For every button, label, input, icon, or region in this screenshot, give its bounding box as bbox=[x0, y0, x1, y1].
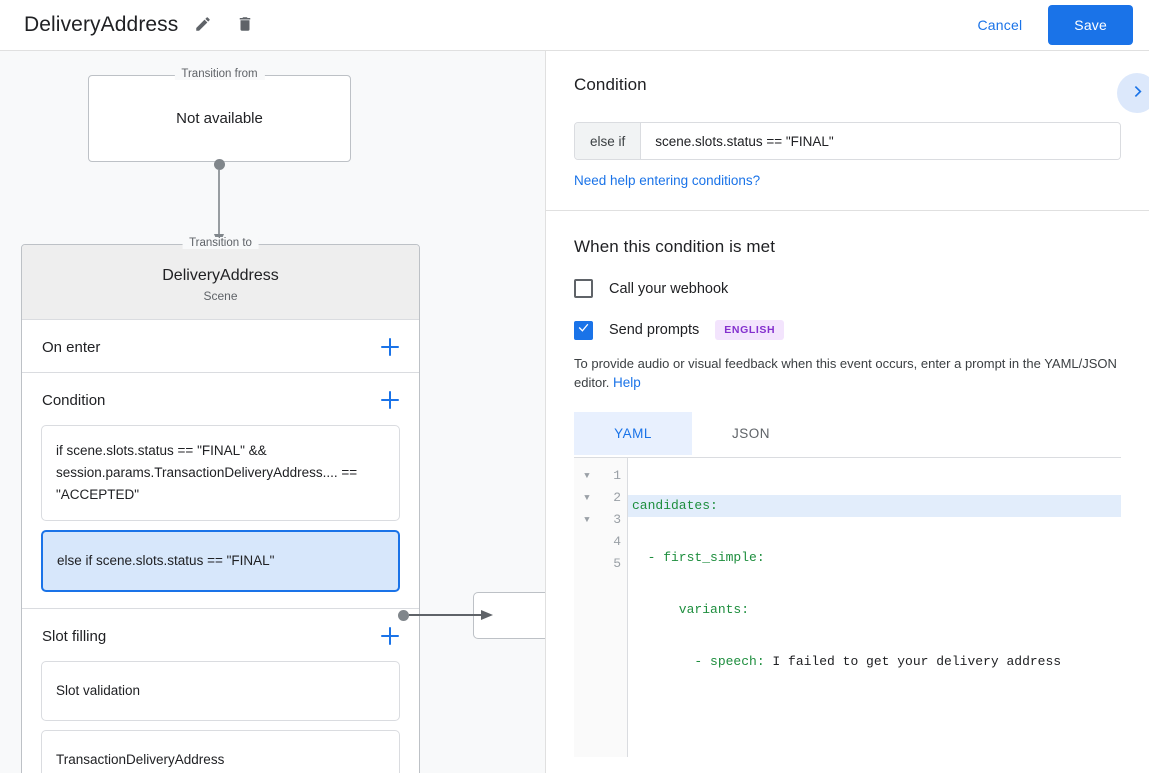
panel-condition-section: Condition else if Need help entering con… bbox=[546, 51, 1149, 211]
cancel-button[interactable]: Cancel bbox=[964, 8, 1037, 42]
code-line: variants: bbox=[628, 599, 1121, 621]
editor-format-tabs: YAML JSON bbox=[574, 412, 1121, 455]
transition-to-node[interactable]: Transition to DeliveryAddress Scene On e… bbox=[21, 237, 420, 773]
section-label-on-enter: On enter bbox=[42, 338, 101, 356]
tab-yaml[interactable]: YAML bbox=[574, 412, 692, 455]
yaml-editor[interactable]: ▼ ▼ ▼ 1 2 3 4 5 candidates: bbox=[574, 457, 1121, 757]
webhook-label: Call your webhook bbox=[609, 280, 729, 297]
tab-json[interactable]: JSON bbox=[692, 412, 810, 455]
condition-field-row: else if bbox=[574, 122, 1121, 160]
details-panel: Condition else if Need help entering con… bbox=[545, 51, 1149, 773]
condition-list: if scene.slots.status == "FINAL" && sess… bbox=[22, 425, 419, 608]
transition-to-subtitle: Scene bbox=[203, 289, 238, 303]
collapse-panel-button[interactable] bbox=[1117, 73, 1149, 113]
condition-card-selected[interactable]: else if scene.slots.status == "FINAL" bbox=[41, 530, 400, 592]
code-line: candidates: bbox=[628, 495, 1121, 517]
fold-spacer bbox=[574, 531, 600, 553]
section-on-enter: On enter bbox=[22, 320, 419, 373]
condition-help-link[interactable]: Need help entering conditions? bbox=[574, 173, 761, 188]
transition-to-name: DeliveryAddress bbox=[162, 267, 279, 284]
slot-filling-list: Slot validation TransactionDeliveryAddre… bbox=[22, 661, 419, 773]
section-label-slot-filling: Slot filling bbox=[42, 627, 107, 645]
transition-from-name: Not available bbox=[176, 110, 263, 127]
line-number: 1 bbox=[613, 468, 621, 483]
code-value: I failed to get your delivery address bbox=[764, 654, 1062, 669]
trash-icon bbox=[236, 15, 254, 36]
horizontal-connector bbox=[398, 609, 493, 621]
line-number: 3 bbox=[613, 512, 621, 527]
editor-fold-gutter[interactable]: ▼ ▼ ▼ bbox=[574, 458, 600, 757]
page-title: DeliveryAddress bbox=[24, 13, 179, 36]
prompts-description: To provide audio or visual feedback when… bbox=[574, 354, 1121, 392]
fold-arrow-icon[interactable]: ▼ bbox=[584, 493, 590, 503]
edit-name-button[interactable] bbox=[186, 8, 220, 42]
connector-dot-right bbox=[398, 609, 409, 621]
check-icon bbox=[577, 321, 590, 339]
section-condition: Condition if scene.slots.status == "FINA… bbox=[22, 373, 419, 609]
top-app-bar: DeliveryAddress Cancel Save bbox=[0, 0, 1149, 51]
save-button[interactable]: Save bbox=[1048, 5, 1133, 45]
line-number: 5 bbox=[613, 556, 621, 571]
send-prompts-label: Send prompts bbox=[609, 322, 700, 338]
editor-code-area[interactable]: candidates: - first_simple: variants: - … bbox=[628, 458, 1121, 757]
code-line: - first_simple: bbox=[628, 547, 1121, 569]
fold-arrow-icon[interactable]: ▼ bbox=[584, 515, 590, 525]
webhook-checkbox[interactable] bbox=[574, 279, 593, 298]
graph-canvas[interactable]: Transition from Not available Transition… bbox=[0, 51, 545, 773]
add-condition-button[interactable] bbox=[379, 389, 401, 411]
when-met-heading: When this condition is met bbox=[574, 237, 776, 256]
code-key: - first_simple: bbox=[632, 550, 765, 565]
section-header-condition: Condition bbox=[22, 373, 419, 425]
prompts-help-link[interactable]: Help bbox=[613, 375, 641, 390]
main-body: Transition from Not available Transition… bbox=[0, 51, 1149, 773]
prompts-description-text: To provide audio or visual feedback when… bbox=[574, 356, 1117, 390]
section-label-condition: Condition bbox=[42, 391, 106, 409]
add-on-enter-button[interactable] bbox=[379, 336, 401, 358]
transition-from-node[interactable]: Transition from Not available bbox=[88, 68, 351, 162]
webhook-checkbox-row[interactable]: Call your webhook bbox=[574, 279, 1121, 298]
chevron-right-icon bbox=[1129, 83, 1146, 103]
section-header-slot-filling: Slot filling bbox=[22, 609, 419, 661]
slot-card[interactable]: TransactionDeliveryAddress bbox=[41, 730, 400, 773]
delete-button[interactable] bbox=[228, 8, 262, 42]
target-node-stub[interactable] bbox=[473, 592, 545, 639]
add-slot-filling-button[interactable] bbox=[379, 625, 401, 647]
code-key: - speech: bbox=[632, 654, 765, 669]
condition-card[interactable]: if scene.slots.status == "FINAL" && sess… bbox=[41, 425, 400, 521]
code-line bbox=[628, 703, 1121, 725]
section-header-on-enter: On enter bbox=[22, 320, 419, 372]
panel-condition-heading: Condition bbox=[574, 75, 647, 94]
panel-when-met-section: When this condition is met Call your web… bbox=[546, 211, 1149, 757]
code-key: variants: bbox=[632, 602, 750, 617]
fold-spacer bbox=[574, 553, 600, 575]
arrow-right-icon bbox=[481, 610, 493, 620]
code-key: candidates: bbox=[632, 498, 718, 513]
editor-line-numbers: 1 2 3 4 5 bbox=[600, 458, 628, 757]
language-badge: ENGLISH bbox=[715, 320, 785, 340]
transition-to-header: Transition to DeliveryAddress Scene bbox=[22, 237, 419, 320]
transition-to-legend: Transition to bbox=[182, 237, 259, 249]
pencil-icon bbox=[194, 15, 212, 36]
fold-arrow-icon[interactable]: ▼ bbox=[584, 471, 590, 481]
transition-from-legend: Transition from bbox=[174, 68, 265, 80]
connector-dot bbox=[214, 159, 225, 170]
condition-prefix-label: else if bbox=[575, 123, 642, 159]
code-line: - speech: I failed to get your delivery … bbox=[628, 651, 1121, 673]
connector-line bbox=[409, 614, 481, 616]
send-prompts-checkbox[interactable] bbox=[574, 320, 593, 340]
slot-validation-card[interactable]: Slot validation bbox=[41, 661, 400, 721]
send-prompts-checkbox-row[interactable]: Send prompts ENGLISH bbox=[574, 320, 1121, 340]
condition-input[interactable] bbox=[641, 123, 1120, 159]
line-number: 4 bbox=[613, 534, 621, 549]
line-number: 2 bbox=[613, 490, 621, 505]
section-slot-filling: Slot filling Slot validation Transaction… bbox=[22, 609, 419, 773]
